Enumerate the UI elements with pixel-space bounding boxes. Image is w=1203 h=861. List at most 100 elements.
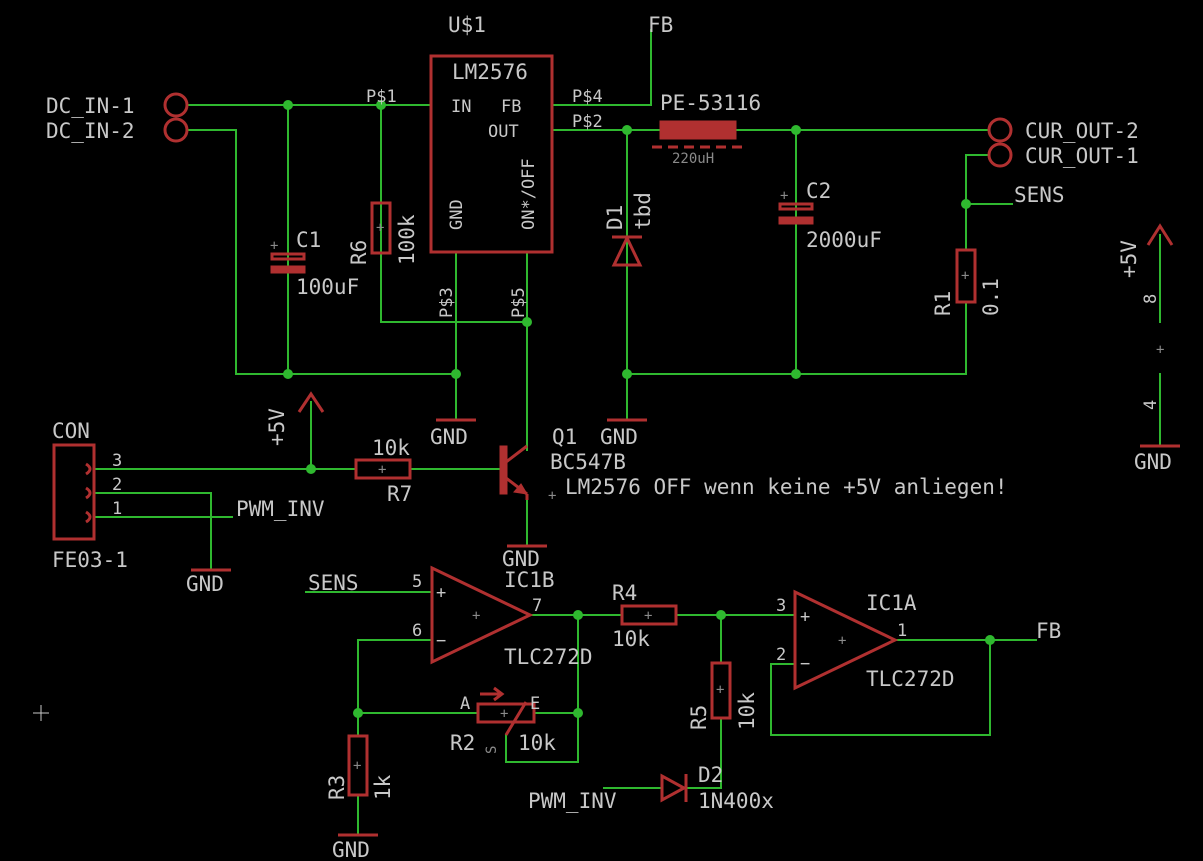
d1-triangle: [611, 234, 643, 267]
c2-plate-bottom: [778, 216, 814, 225]
inductor-value: 220uH: [672, 151, 714, 167]
junction: [451, 369, 461, 379]
d2-triangle: [660, 773, 688, 803]
r5-value: 10k: [735, 692, 759, 730]
resistor-r5: + R5 10k: [687, 661, 759, 730]
gnd-r3-label: GND: [332, 838, 370, 861]
terminal-cur-out-1: [987, 142, 1013, 168]
wire-ic1a-inv: [770, 639, 991, 736]
resistor-r7: + 10k R7: [354, 436, 412, 506]
p5v-arrow-right: [1146, 223, 1174, 246]
con-pin-3-mark: [85, 462, 92, 476]
pin-out-label: OUT: [488, 122, 519, 142]
junction: [306, 464, 316, 474]
r6-plus: +: [376, 220, 384, 236]
ic1a-value: TLC272D: [866, 667, 955, 691]
ic1a-body: [793, 589, 899, 691]
junction: [353, 708, 363, 718]
pwm-inv-con-label: PWM_INV: [236, 497, 325, 521]
r6-name: R6: [347, 240, 371, 265]
ic1b-name: IC1B: [504, 568, 555, 592]
pwm-inv-d2-label: PWM_INV: [528, 789, 617, 813]
r3-value: 1k: [371, 774, 395, 800]
junction: [283, 369, 293, 379]
r2-wiper: [504, 701, 528, 736]
r2-body: [476, 702, 536, 724]
junction: [791, 369, 801, 379]
wire-cur-out-1: [965, 154, 989, 251]
r2-plus: +: [500, 706, 508, 722]
con-pin3-label: 3: [112, 451, 122, 471]
c2-plate-top: [778, 202, 814, 211]
q1-collector: [505, 444, 528, 464]
r3-body: [347, 734, 369, 797]
p5v-right-label: +5V: [1117, 240, 1141, 278]
junction: [573, 610, 583, 620]
wire-return: [626, 301, 967, 375]
ic1a-name: IC1A: [866, 591, 917, 615]
con-pin-1-mark: [85, 510, 92, 524]
r6-body: [370, 201, 392, 255]
d2-value: 1N400x: [698, 789, 774, 813]
r4-value: 10k: [612, 627, 650, 651]
r3-plus: +: [353, 758, 361, 774]
diode-d1: D1 tbd: [603, 192, 655, 267]
ic-lm2576: U$1 LM2576 IN FB OUT GND ON*/OFF P$1 P$2…: [366, 13, 603, 318]
ic1a-pin3: 3: [776, 596, 786, 616]
r2-e-label: E: [530, 694, 540, 714]
wire-con-2: [94, 492, 212, 571]
ic1b-body: [430, 565, 534, 665]
gnd-d1-label: GND: [600, 425, 638, 449]
capacitor-c1: + C1 100uF: [270, 228, 359, 299]
r5-body: [710, 661, 732, 720]
note-plus: +: [548, 488, 556, 504]
sens-in-label: SENS: [308, 571, 359, 595]
note-text: LM2576 OFF wenn keine +5V anliegen!: [565, 475, 1008, 499]
net-fb-top: FB: [648, 13, 673, 37]
junction: [961, 199, 971, 209]
gnd-ic-label: GND: [430, 425, 468, 449]
pin-gnd-label: GND: [447, 199, 467, 230]
r7-value: 10k: [372, 436, 410, 460]
junction: [573, 708, 583, 718]
p5v-q1: +5V: [265, 391, 325, 446]
resistor-r6: + R6 100k: [347, 201, 419, 265]
potentiometer-r2: + A E S R2 10k: [450, 686, 556, 755]
wire-dc-in-2: [187, 129, 457, 375]
sens-net-label: SENS: [1014, 183, 1065, 207]
r1-body: [955, 248, 977, 304]
ic-value: LM2576: [452, 60, 528, 84]
r2-name: R2: [450, 731, 475, 755]
terminal-dc-in-1: [163, 92, 189, 118]
opamp-ic1b: + − + 5 6 7 IC1B TLC272D SENS: [308, 565, 593, 669]
cur-out-terminals: CUR_OUT-2 CUR_OUT-1 SENS: [987, 117, 1139, 207]
pin-in-label: IN: [451, 97, 471, 117]
q1-base-bar: [499, 445, 508, 495]
r5-name: R5: [687, 705, 711, 730]
pin-fb-label: FB: [501, 97, 521, 117]
c2-name: C2: [806, 179, 831, 203]
ic1a-pin2: 2: [776, 645, 786, 665]
q1-name: Q1: [552, 425, 577, 449]
r4-plus: +: [644, 608, 652, 624]
r4-name: R4: [612, 581, 637, 605]
d1-name: D1: [603, 205, 627, 230]
pad-p2: P$2: [572, 112, 603, 132]
con-body: [52, 443, 96, 541]
gnd-con-label: GND: [186, 572, 224, 596]
wires: [94, 29, 1161, 836]
c2-plus: +: [780, 188, 788, 204]
con-pin2-label: 2: [112, 475, 122, 495]
ic1b-center-plus: +: [472, 608, 480, 624]
junction: [376, 100, 386, 110]
d2-name: D2: [698, 763, 723, 787]
r7-body: [354, 458, 412, 480]
ic1b-minus: −: [436, 631, 446, 651]
diode-d2: D2 1N400x PWM_INV: [528, 763, 774, 813]
dc-in-2-label: DC_IN-2: [46, 119, 135, 143]
c1-plus: +: [270, 238, 278, 254]
gnd-q-label: GND: [502, 547, 540, 571]
pad-p1: P$1: [366, 87, 397, 107]
resistor-r4: + R4 10k: [612, 581, 678, 651]
